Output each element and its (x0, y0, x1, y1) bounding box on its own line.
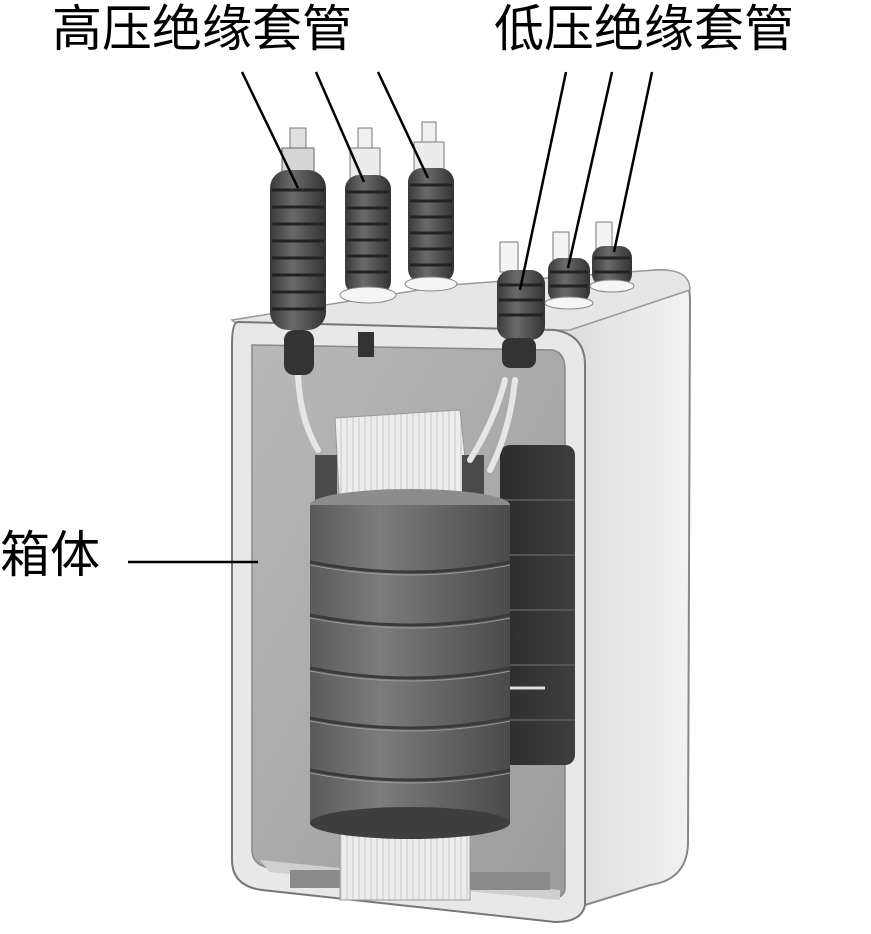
hv-leader-2 (314, 71, 366, 183)
hv-leader-1 (240, 71, 300, 189)
lv-bushing-3 (589, 221, 635, 293)
lv-bushing-label: 低压绝缘套管 (494, 0, 794, 58)
front-coil (309, 489, 511, 839)
hv-bushing-2 (339, 127, 397, 357)
back-coil (500, 445, 575, 765)
tank-label: 箱体 (0, 526, 100, 584)
lv-bushings (497, 221, 635, 368)
hv-bushing-1 (270, 127, 326, 375)
lv-bushing-1 (497, 241, 545, 368)
hv-bushing-label: 高压绝缘套管 (52, 0, 352, 58)
lv-leader-3 (612, 71, 654, 253)
hv-leader-3 (376, 71, 430, 179)
hv-bushing-3 (404, 121, 458, 292)
lv-leader-2 (566, 71, 614, 269)
lv-leader-1 (518, 71, 568, 291)
lead-wires (295, 372, 518, 473)
hv-bushings (270, 121, 458, 375)
lv-bushing-2 (544, 231, 594, 310)
leader-lines (128, 71, 654, 564)
